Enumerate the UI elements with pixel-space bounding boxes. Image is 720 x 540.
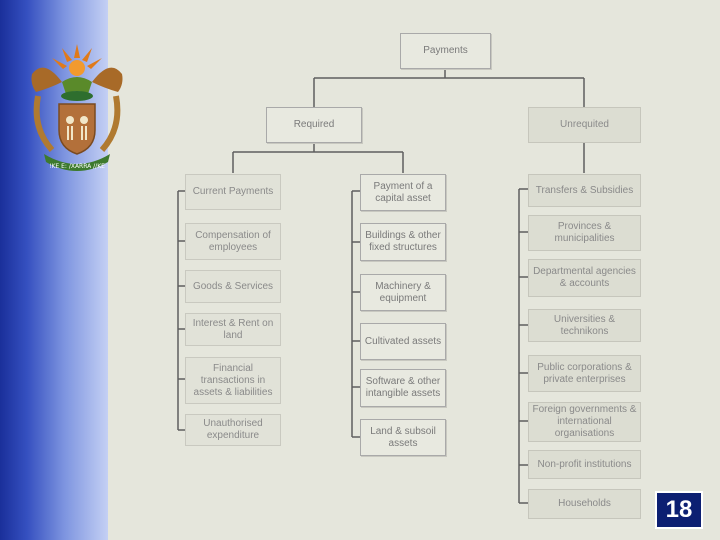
capital-asset-box: Payment of a capital asset [360,174,446,211]
page-number: 18 [655,491,703,529]
interest-rent-box: Interest & Rent on land [185,313,281,346]
foreign-governments-box: Foreign governments & international orga… [528,402,641,442]
non-profit-box: Non-profit institutions [528,450,641,479]
software-box: Software & other intangible assets [360,369,446,407]
land-subsoil-box: Land & subsoil assets [360,419,446,456]
universities-box: Universities & technikons [528,309,641,342]
households-box: Households [528,489,641,519]
provinces-box: Provinces & municipalities [528,215,641,251]
goods-services-box: Goods & Services [185,270,281,303]
svg-text:!KE E: /XARRA //KE: !KE E: /XARRA //KE [49,163,105,170]
public-corporations-box: Public corporations & private enterprise… [528,355,641,392]
transfers-subsidies-box: Transfers & Subsidies [528,174,641,207]
machinery-box: Machinery & equipment [360,274,446,311]
current-payments-box: Current Payments [185,174,281,210]
departmental-agencies-box: Departmental agencies & accounts [528,259,641,297]
financial-transactions-box: Financial transactions in assets & liabi… [185,357,281,404]
compensation-box: Compensation of employees [185,223,281,260]
sidebar-gradient [0,0,108,540]
unrequited-box: Unrequited [528,107,641,143]
required-box: Required [266,107,362,143]
buildings-box: Buildings & other fixed structures [360,223,446,261]
unauthorised-expenditure-box: Unauthorised expenditure [185,414,281,446]
cultivated-assets-box: Cultivated assets [360,323,446,360]
payments-box: Payments [400,33,491,69]
coat-of-arms-icon: !KE E: /XARRA //KE [31,44,123,171]
